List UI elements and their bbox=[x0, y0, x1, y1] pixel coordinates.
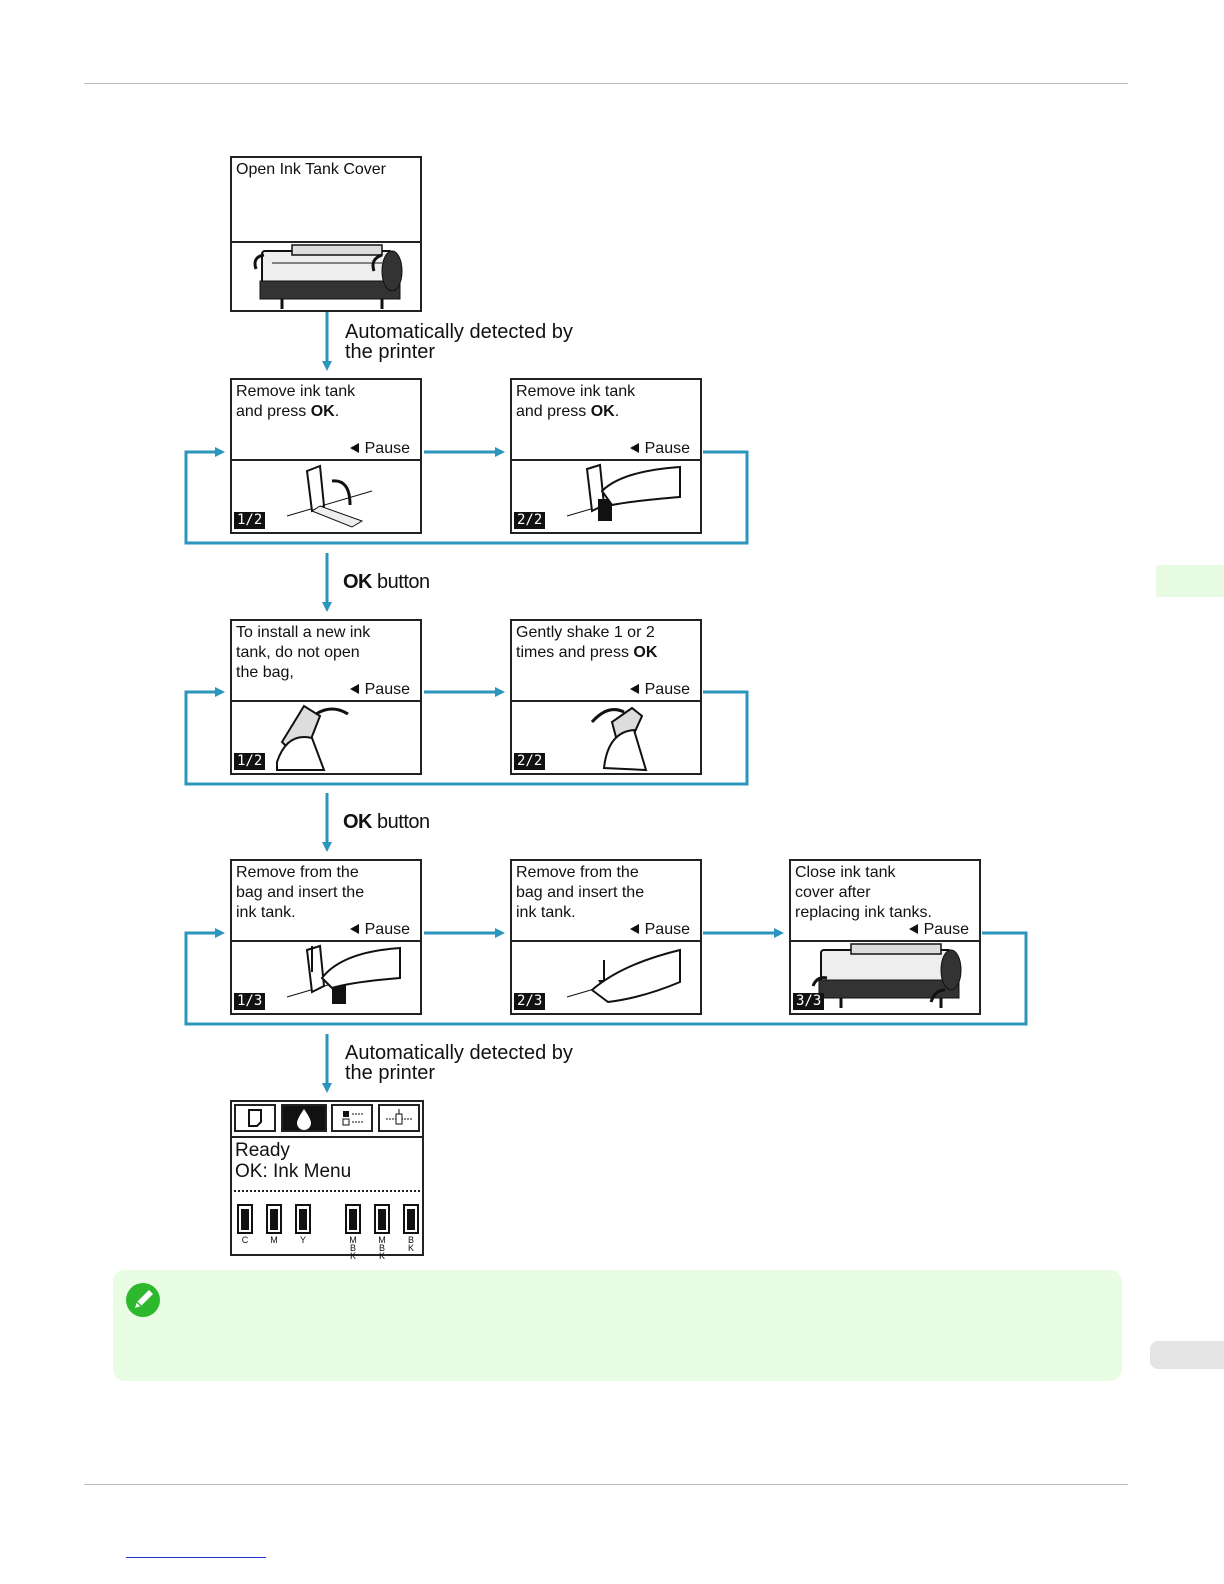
ink-tank-lift-icon bbox=[286, 464, 373, 528]
ok-button-label-2: OK button bbox=[343, 811, 430, 833]
tab-settings[interactable] bbox=[378, 1104, 420, 1132]
left-triangle-icon bbox=[629, 924, 639, 934]
step-badge: 1/3 bbox=[234, 993, 266, 1010]
pause-label: Pause bbox=[908, 920, 969, 940]
panel-open-cover: Open Ink Tank Cover bbox=[230, 156, 422, 312]
step-badge: 2/3 bbox=[514, 993, 546, 1010]
left-triangle-icon bbox=[349, 443, 359, 453]
printer-close-icon bbox=[811, 943, 962, 1008]
ink-level-m bbox=[266, 1204, 282, 1234]
footer-rule bbox=[84, 1484, 1128, 1485]
chapter-tab[interactable] bbox=[1156, 565, 1224, 597]
hand-pull-ink-icon bbox=[566, 463, 681, 521]
ink-label: M bbox=[270, 1235, 278, 1245]
ok-button-label-1: OK button bbox=[343, 571, 430, 593]
panel-shake-ink-2: Gently shake 1 or 2 times and press OK P… bbox=[510, 619, 702, 775]
panel-install-ink-1: To install a new ink tank, do not open t… bbox=[230, 619, 422, 775]
settings-slider-icon bbox=[386, 1109, 412, 1125]
hand-press-ink-icon bbox=[566, 948, 681, 1004]
tab-paper[interactable] bbox=[234, 1104, 276, 1132]
paper-icon bbox=[248, 1109, 262, 1127]
loop-row-2 bbox=[184, 687, 749, 786]
left-triangle-icon bbox=[629, 443, 639, 453]
left-triangle-icon bbox=[349, 684, 359, 694]
header-rule bbox=[84, 83, 1128, 84]
pause-label: Pause bbox=[349, 680, 410, 700]
ink-label-vertical: BK bbox=[407, 1235, 414, 1253]
step-badge: 1/2 bbox=[234, 512, 266, 529]
ink-levels: C M Y MBK MBK BK bbox=[232, 1192, 422, 1261]
panel-remove-ink-2: Remove ink tank and press OK. Pause 2/2 bbox=[510, 378, 702, 534]
panel-insert-ink-2: Remove from the bag and insert the ink t… bbox=[510, 859, 702, 1015]
job-list-icon bbox=[342, 1111, 363, 1126]
pause-label: Pause bbox=[349, 920, 410, 940]
ink-label: C bbox=[241, 1235, 249, 1245]
printer-illustration bbox=[232, 243, 420, 313]
ink-level-bk bbox=[403, 1204, 419, 1234]
note-box bbox=[113, 1270, 1122, 1381]
ink-level-mbk-1 bbox=[345, 1204, 361, 1234]
auto-detect-label-2: Automatically detected by the printer bbox=[345, 1042, 573, 1084]
step-badge: 2/2 bbox=[514, 512, 546, 529]
ink-bag-shake-icon bbox=[276, 704, 349, 771]
hand-insert-ink-icon bbox=[286, 944, 401, 1004]
ink-label-vertical: MBK bbox=[378, 1235, 386, 1261]
loop-row-3 bbox=[184, 928, 1028, 1026]
pause-label: Pause bbox=[629, 680, 690, 700]
tab-job[interactable] bbox=[331, 1104, 373, 1132]
step-badge: 3/3 bbox=[793, 993, 825, 1010]
left-triangle-icon bbox=[629, 684, 639, 694]
status-ok-menu: OK: Ink Menu bbox=[235, 1161, 352, 1182]
loop-row-1 bbox=[184, 447, 749, 545]
panel-remove-ink-1: Remove ink tank and press OK. Pause 1/2 bbox=[230, 378, 422, 534]
pause-label: Pause bbox=[349, 439, 410, 459]
step-badge: 1/2 bbox=[234, 753, 266, 770]
pause-label: Pause bbox=[629, 439, 690, 459]
ink-level-c bbox=[237, 1204, 253, 1234]
tab-ink[interactable] bbox=[281, 1104, 327, 1132]
ink-drop-icon bbox=[297, 1109, 311, 1130]
ink-level-mbk-2 bbox=[374, 1204, 390, 1234]
page-tab[interactable] bbox=[1150, 1341, 1224, 1369]
ink-shake-icon bbox=[590, 706, 648, 772]
status-ready: Ready bbox=[235, 1140, 290, 1161]
panel-insert-ink-1: Remove from the bag and insert the ink t… bbox=[230, 859, 422, 1015]
ink-level-y bbox=[295, 1204, 311, 1234]
pencil-note-icon bbox=[126, 1283, 160, 1317]
status-tabs bbox=[232, 1102, 422, 1138]
auto-detect-label-1: Automatically detected by the printer bbox=[345, 321, 573, 363]
footer-link-underline[interactable] bbox=[126, 1557, 266, 1558]
left-triangle-icon bbox=[908, 924, 918, 934]
left-triangle-icon bbox=[349, 924, 359, 934]
ink-label: Y bbox=[299, 1235, 306, 1245]
printer-icon bbox=[253, 244, 403, 309]
dotted-divider bbox=[234, 1190, 420, 1192]
panel-close-cover-3: Close ink tank cover after replacing ink… bbox=[789, 859, 981, 1015]
ink-label-vertical: MBK bbox=[349, 1235, 357, 1261]
step-badge: 2/2 bbox=[514, 753, 546, 770]
pause-label: Pause bbox=[629, 920, 690, 940]
ready-status-panel: Ready OK: Ink Menu C M Y MBK MBK BK bbox=[230, 1100, 424, 1261]
